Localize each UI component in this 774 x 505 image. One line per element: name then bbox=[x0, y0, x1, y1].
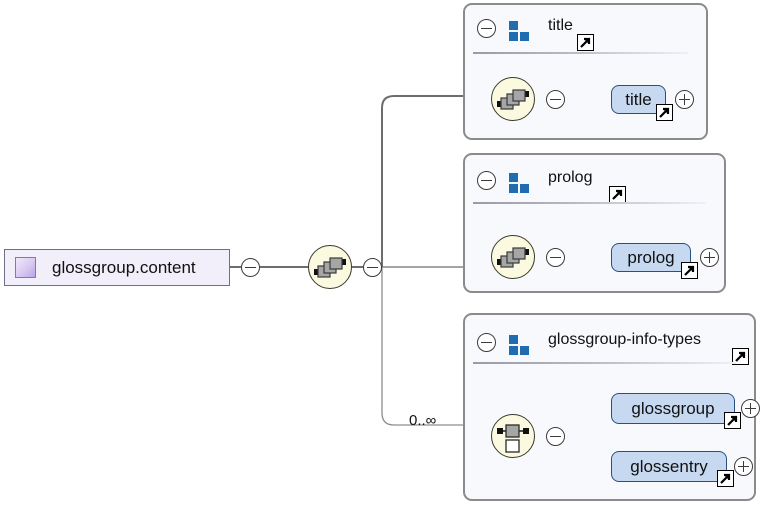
title-element-expand-toggle-icon[interactable] bbox=[675, 90, 694, 109]
element-box-glossentry[interactable]: glossentry bbox=[611, 451, 727, 482]
choice-collapse-toggle-icon[interactable] bbox=[546, 427, 565, 446]
prolog-sequence-compositor-icon[interactable] bbox=[491, 235, 535, 279]
root-model-group-box[interactable]: glossgroup.content bbox=[4, 249, 230, 286]
group-name-label: title bbox=[548, 17, 573, 34]
model-group-swatch-icon bbox=[15, 257, 36, 278]
choice-compositor-icon[interactable] bbox=[491, 414, 535, 458]
group-collapse-toggle-icon[interactable] bbox=[477, 171, 496, 190]
goto-definition-arrow-icon[interactable] bbox=[609, 186, 626, 203]
blue-blocks-icon bbox=[509, 335, 531, 355]
group-header-glossgroup-info-types: glossgroup-info-types bbox=[465, 315, 754, 365]
group-collapse-toggle-icon[interactable] bbox=[477, 333, 496, 352]
title-sequence-compositor-icon[interactable] bbox=[491, 77, 535, 121]
element-box-title[interactable]: title bbox=[611, 85, 666, 114]
element-box-prolog[interactable]: prolog bbox=[611, 243, 691, 272]
goto-definition-arrow-icon[interactable] bbox=[577, 34, 594, 51]
goto-definition-arrow-icon[interactable] bbox=[732, 348, 749, 365]
goto-definition-arrow-icon[interactable] bbox=[717, 470, 734, 487]
branch-collapse-toggle-icon[interactable] bbox=[363, 258, 382, 277]
root-sequence-compositor-icon[interactable] bbox=[308, 245, 352, 289]
root-model-group-label: glossgroup.content bbox=[52, 257, 196, 277]
goto-definition-arrow-icon[interactable] bbox=[724, 412, 741, 429]
group-header-divider bbox=[473, 202, 706, 204]
title-element-collapse-toggle-icon[interactable] bbox=[546, 90, 565, 109]
group-header-prolog: prolog bbox=[465, 155, 724, 203]
prolog-element-collapse-toggle-icon[interactable] bbox=[546, 248, 565, 267]
group-header-divider bbox=[473, 52, 688, 54]
group-name-label: glossgroup-info-types bbox=[548, 331, 701, 348]
goto-definition-arrow-icon[interactable] bbox=[656, 104, 673, 121]
group-name-label: prolog bbox=[548, 169, 593, 186]
blue-blocks-icon bbox=[509, 173, 531, 193]
glossgroup-expand-toggle-icon[interactable] bbox=[741, 399, 760, 418]
group-header-divider bbox=[473, 362, 736, 364]
group-collapse-toggle-icon[interactable] bbox=[477, 19, 496, 38]
glossentry-expand-toggle-icon[interactable] bbox=[734, 457, 753, 476]
root-collapse-toggle-icon[interactable] bbox=[241, 258, 260, 277]
element-box-glossgroup[interactable]: glossgroup bbox=[611, 393, 735, 424]
goto-definition-arrow-icon[interactable] bbox=[681, 262, 698, 279]
group-header-title: title bbox=[465, 5, 706, 51]
branch-cardinality-label: 0..∞ bbox=[409, 412, 437, 429]
blue-blocks-icon bbox=[509, 21, 531, 41]
prolog-element-expand-toggle-icon[interactable] bbox=[700, 248, 719, 267]
